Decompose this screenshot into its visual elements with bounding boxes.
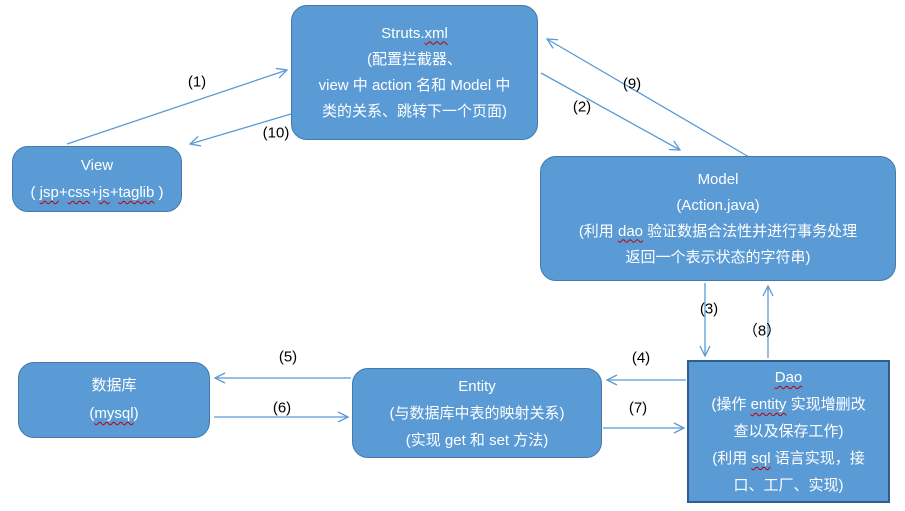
misspelled-text: Dao — [774, 369, 803, 386]
node-view-line: ( jsp+css+js+taglib ) — [13, 179, 181, 206]
arrow-label: （8） — [742, 322, 782, 340]
arrow-label: (9) — [622, 75, 642, 93]
text-segment: Model — [697, 170, 739, 188]
text-segment: + — [90, 184, 99, 201]
misspelled-text: dao — [617, 222, 644, 240]
node-database: 数据库 (mysql) — [18, 362, 210, 438]
misspelled-text: mysql — [94, 405, 134, 422]
misspelled-text: css — [67, 184, 91, 201]
text-segment: 实现增删改 — [786, 396, 866, 413]
text-segment: 查以及保存工作) — [733, 423, 844, 440]
text-segment: Struts. — [381, 24, 425, 42]
arrow-label: (10) — [262, 124, 290, 142]
text-segment: (操作 — [711, 396, 751, 413]
node-dao-line: (利用 sql 语言实现，接 — [689, 445, 888, 472]
text-segment: (实现 get 和 set 方法) — [405, 431, 549, 449]
arrow-label: (6) — [272, 399, 292, 417]
misspelled-text: sql — [751, 450, 771, 467]
text-segment: (利用 — [712, 450, 752, 467]
text-segment: ( — [89, 405, 95, 422]
node-db-line: (mysql) — [19, 400, 209, 428]
misspelled-text: js — [98, 184, 110, 201]
text-segment: (利用 — [578, 222, 618, 240]
node-entity-line: Entity — [353, 373, 601, 400]
text-segment: view 中 action 名和 Model 中 — [318, 76, 511, 94]
text-segment: 返回一个表示状态的字符串) — [625, 248, 811, 266]
arrow-label: (1) — [187, 73, 207, 91]
arrow-label: (4) — [631, 349, 651, 367]
node-model-line: Model — [541, 167, 895, 193]
node-view: View( jsp+css+js+taglib ) — [12, 146, 182, 212]
node-dao-line: 查以及保存工作) — [689, 418, 888, 445]
node-model-line: (Action.java) — [541, 193, 895, 219]
arrow-label: (2) — [572, 98, 592, 116]
node-db-line: 数据库 — [19, 372, 209, 400]
arrow-connector-2 — [540, 72, 680, 150]
text-segment: (与数据库中表的映射关系) — [389, 404, 565, 422]
node-dao-line: Dao — [689, 364, 888, 391]
arrow-connector-1 — [66, 70, 287, 145]
misspelled-text: entity — [750, 396, 787, 413]
text-segment: View — [80, 157, 114, 174]
text-segment: + — [109, 184, 119, 201]
node-entity-line: (与数据库中表的映射关系) — [353, 400, 601, 427]
node-dao: Dao (操作 entity 实现增删改查以及保存工作) (利用 sql 语言实现，… — [687, 360, 890, 503]
node-entity-line: (实现 get 和 set 方法) — [353, 427, 601, 454]
text-segment: 数据库 — [91, 377, 137, 394]
node-struts-xml: Struts.xml (配置拦截器、 view 中 action 名和 Model … — [291, 5, 538, 140]
text-segment: 口、工厂、实现) — [733, 477, 844, 494]
text-segment: ) — [154, 184, 164, 201]
text-segment: 验证数据合法性并进行事务处理 — [643, 222, 858, 240]
arrow-label: (5) — [278, 348, 298, 366]
node-model-line: 返回一个表示状态的字符串) — [541, 245, 895, 271]
node-model: Model (Action.java) (利用 dao 验证数据合法性并进行事务处理… — [540, 156, 896, 281]
node-struts-line: (配置拦截器、 — [292, 47, 537, 73]
text-segment: 类的关系、跳转下一个页面) — [322, 102, 507, 120]
text-segment: + — [58, 184, 68, 201]
node-struts-line: 类的关系、跳转下一个页面) — [292, 99, 537, 125]
node-struts-line: view 中 action 名和 Model 中 — [292, 73, 537, 99]
text-segment: Entity — [458, 377, 496, 395]
text-segment: ( — [30, 184, 40, 201]
text-segment: (配置拦截器、 — [367, 50, 462, 68]
node-dao-line: 口、工厂、实现) — [689, 472, 888, 499]
arrow-label: (3) — [699, 300, 719, 318]
misspelled-text: xml — [424, 24, 448, 42]
text-segment: (Action.java) — [676, 196, 760, 214]
node-model-line: (利用 dao 验证数据合法性并进行事务处理 — [541, 219, 895, 245]
misspelled-text: taglib — [118, 184, 155, 201]
text-segment: ) — [133, 405, 139, 422]
node-dao-line: (操作 entity 实现增删改 — [689, 391, 888, 418]
arrow-label: (7) — [628, 399, 648, 417]
node-struts-line: Struts.xml — [292, 21, 537, 47]
node-view-line: View — [13, 152, 181, 179]
node-entity: Entity (与数据库中表的映射关系) (实现 get 和 set 方法) — [352, 368, 602, 458]
text-segment: 语言实现，接 — [770, 450, 865, 467]
misspelled-text: jsp — [39, 184, 59, 201]
